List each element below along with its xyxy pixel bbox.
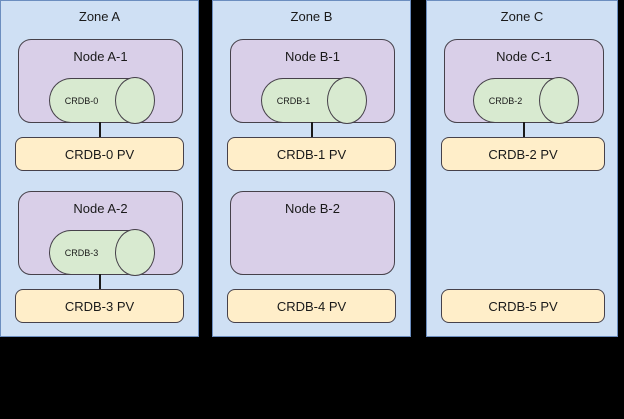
- connector-crdb-3: [99, 274, 101, 290]
- database-crdb-0-label: CRDB-0: [64, 95, 99, 106]
- connector-crdb-1: [311, 122, 313, 138]
- database-crdb-3-label: CRDB-3: [64, 247, 99, 258]
- node-b-1: Node B-1 CRDB-1: [230, 39, 395, 124]
- pv-crdb-0: CRDB-0 PV: [15, 137, 184, 171]
- node-a-1: Node A-1 CRDB-0: [18, 39, 183, 124]
- database-crdb-0: CRDB-0: [49, 77, 155, 124]
- zone-a-title: Zone A: [78, 9, 121, 24]
- zone-b-title: Zone B: [290, 9, 333, 24]
- cylinder-cap-icon: [115, 229, 155, 276]
- node-a-2: Node A-2 CRDB-3: [18, 191, 183, 276]
- pv-crdb-4: CRDB-4 PV: [227, 289, 396, 323]
- zone-c-title: Zone C: [500, 9, 544, 24]
- pv-crdb-1: CRDB-1 PV: [227, 137, 396, 171]
- node-c-1: Node C-1 CRDB-2: [444, 39, 604, 124]
- zone-a: Zone A Node A-1 CRDB-0 CRDB-0 PV Node A-…: [0, 0, 199, 337]
- database-crdb-2-label: CRDB-2: [488, 95, 523, 106]
- database-crdb-2: CRDB-2: [473, 77, 579, 124]
- cylinder-cap-icon: [327, 77, 367, 124]
- zone-b: Zone B Node B-1 CRDB-1 CRDB-1 PV Node B-…: [212, 0, 411, 337]
- cylinder-cap-icon: [539, 77, 579, 124]
- cylinder-cap-icon: [115, 77, 155, 124]
- node-c-1-title: Node C-1: [496, 49, 552, 64]
- connector-crdb-2: [523, 122, 525, 138]
- zone-c: Zone C Node C-1 CRDB-2 CRDB-2 PV CRDB-5 …: [426, 0, 618, 337]
- pv-crdb-2: CRDB-2 PV: [441, 137, 605, 171]
- connector-crdb-0: [99, 122, 101, 138]
- database-crdb-1: CRDB-1: [261, 77, 367, 124]
- node-b-2: Node B-2: [230, 191, 395, 275]
- node-a-1-title: Node A-1: [73, 49, 128, 64]
- node-a-2-title: Node A-2: [73, 201, 128, 216]
- node-b-1-title: Node B-1: [285, 49, 340, 64]
- pv-crdb-3: CRDB-3 PV: [15, 289, 184, 323]
- pv-crdb-5: CRDB-5 PV: [441, 289, 605, 323]
- database-crdb-1-label: CRDB-1: [276, 95, 311, 106]
- node-b-2-title: Node B-2: [285, 201, 340, 216]
- database-crdb-3: CRDB-3: [49, 229, 155, 276]
